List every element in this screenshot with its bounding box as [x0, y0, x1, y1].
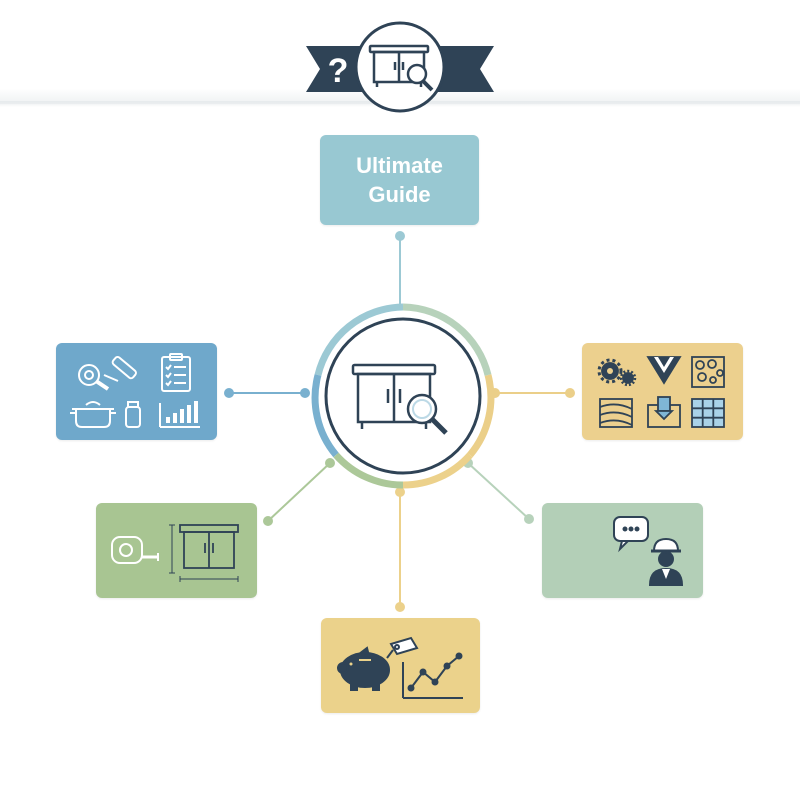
- layered-material-icon: [646, 356, 682, 385]
- guide-title-line1: Ultimate: [356, 153, 443, 178]
- chat-bubble-icon: [613, 516, 649, 553]
- water-drop-icon: [647, 396, 681, 428]
- svg-text:?: ?: [328, 52, 349, 90]
- guide-title-box: Ultimate Guide: [320, 135, 479, 225]
- tile-grid-icon: [691, 398, 725, 428]
- bar-chart-icon: [159, 401, 200, 428]
- tools-icon: [78, 356, 137, 391]
- measure-node: [96, 503, 257, 598]
- piggy-bank-icon: [337, 646, 390, 691]
- materials-node: [582, 343, 743, 440]
- cabinet-magnifier-icon: [351, 363, 448, 435]
- dimension-cabinet-icon: [169, 524, 239, 582]
- expert-node: [542, 503, 703, 598]
- cabinet-magnifier-icon: [368, 44, 434, 92]
- contractor-icon: [648, 537, 684, 586]
- checklist-icon: [161, 353, 191, 392]
- guide-title-line2: Guide: [368, 182, 431, 207]
- ribbon-right: [430, 46, 494, 92]
- jar-icon: [125, 401, 141, 428]
- tape-measure-icon: [111, 536, 159, 564]
- price-tag-icon: [386, 636, 419, 659]
- wood-grain-icon: [599, 398, 633, 428]
- line-chart-icon: [402, 652, 463, 699]
- guide-title: Ultimate Guide: [335, 151, 465, 209]
- gears-icon: [597, 358, 637, 387]
- central-hub: [310, 303, 496, 489]
- tools-node: [56, 343, 217, 440]
- question-mark-icon: ?: [328, 52, 349, 90]
- budget-node: [321, 618, 480, 713]
- pot-icon: [70, 401, 116, 428]
- ribbon-left: [306, 46, 370, 92]
- header-badge: ?: [306, 20, 494, 120]
- stone-pattern-icon: [691, 356, 725, 388]
